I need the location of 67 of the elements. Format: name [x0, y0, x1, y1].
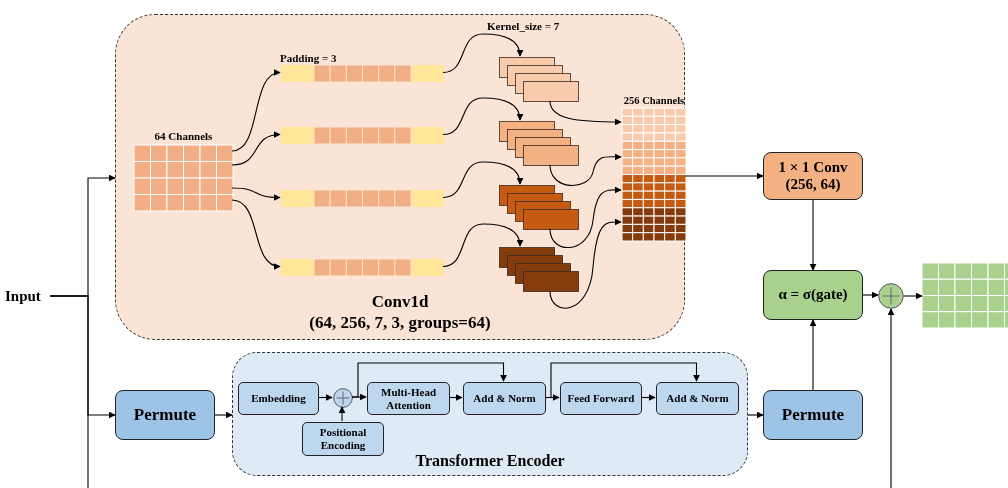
kernel-stack [499, 185, 579, 230]
arrow [442, 161, 524, 199]
arrow [442, 33, 524, 74]
box-label: Positional Encoding [318, 426, 368, 452]
arrow [214, 411, 233, 419]
kernel-stack [499, 247, 579, 292]
kernel-stack [499, 57, 579, 102]
box-label: α = σ(gate) [778, 286, 848, 304]
arrow [317, 394, 333, 401]
box-label: Embedding [251, 392, 306, 405]
padded-sequence-bar [281, 127, 444, 144]
arrow [448, 394, 463, 401]
box-label: Add & Norm [666, 392, 729, 405]
arrow [747, 411, 764, 419]
arrow [549, 186, 622, 248]
process-box [763, 270, 863, 320]
process-box [238, 382, 319, 415]
group-title: Conv1d [371, 290, 429, 312]
arrow [549, 100, 622, 126]
box-label: 1 × 1 Conv [778, 158, 848, 176]
dashed-group-panel [232, 352, 748, 476]
arrow [862, 291, 879, 299]
arrow [442, 223, 524, 268]
arrow [549, 153, 622, 186]
group-title: Transformer Encoder [415, 451, 565, 471]
process-box [560, 382, 642, 415]
plus-circle [878, 283, 904, 309]
arrow [231, 187, 281, 201]
process-box [367, 382, 450, 415]
arrow [640, 394, 656, 401]
arrow [809, 319, 817, 391]
process-box [463, 382, 546, 415]
box-label: Add & Norm [473, 392, 536, 405]
plus-circle [333, 388, 353, 408]
arrow [338, 406, 346, 422]
box-label: Permute [781, 405, 845, 425]
arrow [684, 172, 764, 180]
box-label: (256, 64) [785, 176, 841, 194]
kernel-stack [499, 121, 579, 166]
process-box [763, 390, 863, 440]
group-title: (64, 256, 7, 3, groups=64) [309, 311, 491, 333]
parameter-label: Kernel_size = 7 [487, 20, 560, 32]
arrow [231, 199, 281, 269]
dashed-group-panel [115, 14, 685, 340]
process-box [656, 382, 739, 415]
padded-sequence-bar [281, 259, 444, 276]
process-box [302, 422, 384, 456]
arrow [231, 131, 281, 166]
input-label: Input [5, 288, 41, 304]
arrow [809, 199, 817, 271]
output-grid [922, 263, 1008, 328]
arrow [903, 292, 923, 300]
arrow [351, 362, 507, 398]
padded-sequence-bar [281, 65, 444, 82]
parameter-label: Padding = 3 [280, 52, 337, 64]
padded-sequence-bar [281, 190, 444, 207]
process-box [763, 152, 863, 200]
box-label: Permute [133, 405, 197, 425]
arrow [442, 97, 524, 136]
process-box [115, 390, 215, 440]
grid-label: 64 Channels [154, 129, 213, 144]
arrow [549, 218, 622, 309]
grid-label: 256 Channels [623, 94, 685, 108]
box-label: Multi-Head Attention [380, 385, 437, 412]
arrow [231, 70, 281, 152]
arrow [49, 295, 895, 488]
box-label: Feed Forward [567, 392, 635, 405]
